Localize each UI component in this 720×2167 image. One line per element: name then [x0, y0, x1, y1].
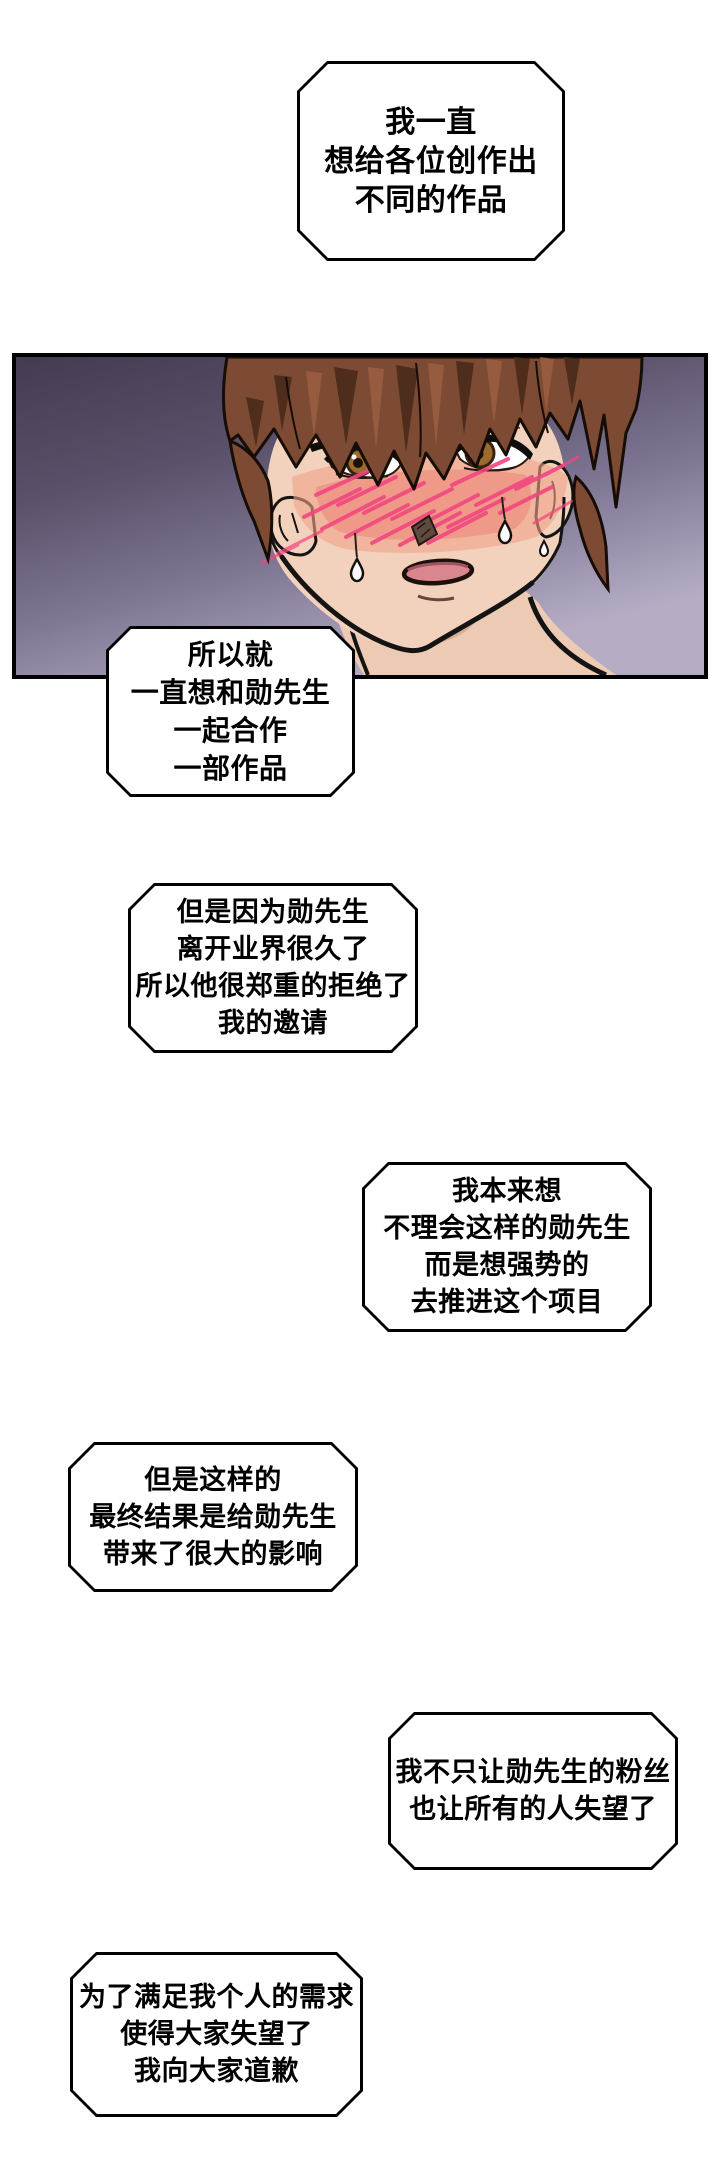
- speech-bubble-6-text: 我不只让勋先生的粉丝 也让所有的人失望了: [391, 1715, 675, 1867]
- speech-bubble-7-fill: [73, 1955, 360, 2114]
- speech-bubble-3-text: 但是因为勋先生 离开业界很久了 所以他很郑重的拒绝了 我的邀请: [131, 886, 415, 1050]
- speech-bubble-7-text: 为了满足我个人的需求 使得大家失望了 我向大家道歉: [73, 1955, 360, 2114]
- bubble-line: 离开业界很久了: [176, 934, 370, 965]
- speech-bubble-6-fill: [391, 1715, 675, 1867]
- bubble-line: 使得大家失望了: [120, 2019, 313, 2050]
- chin-crease: [417, 594, 455, 602]
- hair-line-details: [285, 360, 549, 458]
- bubble-line: 我不只让勋先生的粉丝: [395, 1757, 671, 1788]
- bubble-line: 我向大家道歉: [134, 2056, 299, 2087]
- speech-bubble-4: 我本来想 不理会这样的勋先生 而是想强势的 去推进这个项目: [362, 1162, 652, 1332]
- bubble-line: 我一直: [385, 104, 477, 140]
- comic-panel: [12, 353, 708, 679]
- nose-shadow: [410, 514, 439, 547]
- hair: [222, 357, 644, 594]
- bubble-line: 一直想和勋先生: [130, 675, 331, 709]
- bubble-line: 而是想强势的: [424, 1250, 590, 1281]
- speech-bubble-3: 但是因为勋先生 离开业界很久了 所以他很郑重的拒绝了 我的邀请: [128, 883, 418, 1053]
- panel-illustration: [16, 357, 704, 675]
- hair-highlight-strands: [306, 357, 554, 449]
- bubble-line: 一起合作: [173, 713, 288, 747]
- bubble-line: 为了满足我个人的需求: [79, 1982, 354, 2013]
- blush-hatching: [260, 455, 580, 565]
- bubble-line: 去推进这个项目: [410, 1287, 604, 1318]
- speech-bubble-3-fill: [131, 886, 415, 1050]
- speech-bubble-5: 但是这样的 最终结果是给勋先生 带来了很大的影响: [68, 1442, 358, 1592]
- speech-bubble-5-fill: [71, 1445, 355, 1589]
- bubble-line: 不同的作品: [354, 182, 508, 218]
- mouth: [401, 558, 475, 586]
- bubble-line: 所以就: [187, 637, 274, 671]
- bubble-line: 最终结果是给勋先生: [89, 1501, 337, 1533]
- speech-bubble-2: 所以就 一直想和勋先生 一起合作 一部作品: [106, 626, 355, 797]
- bubble-line: 所以他很郑重的拒绝了: [135, 971, 411, 1002]
- speech-bubble-4-fill: [365, 1165, 649, 1329]
- bubble-line: 不理会这样的勋先生: [383, 1213, 631, 1244]
- speech-bubble-7: 为了满足我个人的需求 使得大家失望了 我向大家道歉: [70, 1952, 363, 2117]
- bubble-line: 带来了很大的影响: [103, 1538, 323, 1570]
- bubble-line: 但是因为勋先生: [176, 897, 370, 928]
- speech-bubble-6: 我不只让勋先生的粉丝 也让所有的人失望了: [388, 1712, 678, 1870]
- sweat-drops: [349, 496, 550, 583]
- bubble-line: 但是这样的: [144, 1464, 282, 1496]
- speech-bubble-2-fill: [109, 629, 352, 794]
- speech-bubble-4-text: 我本来想 不理会这样的勋先生 而是想强势的 去推进这个项目: [365, 1165, 649, 1329]
- bubble-line: 我本来想: [452, 1176, 562, 1207]
- bubble-line: 想给各位创作出: [324, 143, 538, 179]
- speech-bubble-5-text: 但是这样的 最终结果是给勋先生 带来了很大的影响: [71, 1445, 355, 1589]
- bubble-line: 我的邀请: [218, 1008, 328, 1039]
- speech-bubble-2-text: 所以就 一直想和勋先生 一起合作 一部作品: [109, 629, 352, 794]
- speech-bubble-1-fill: [300, 64, 562, 258]
- speech-bubble-1: 我一直 想给各位创作出 不同的作品: [297, 61, 565, 261]
- bubble-line: 也让所有的人失望了: [409, 1794, 657, 1825]
- speech-bubble-1-text: 我一直 想给各位创作出 不同的作品: [300, 64, 562, 258]
- hair-shadow-strands: [246, 357, 580, 453]
- bubble-line: 一部作品: [173, 751, 288, 785]
